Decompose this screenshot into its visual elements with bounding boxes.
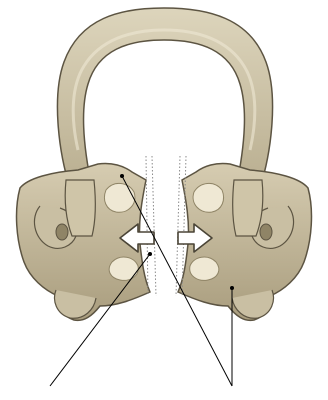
leader-point-center (120, 174, 124, 178)
right-facet-lower (190, 257, 219, 280)
leader-point-right (230, 286, 234, 290)
gap-dotted-lines (146, 156, 186, 296)
left-facet-lower (109, 257, 138, 280)
right-facet-upper (193, 183, 223, 212)
leader-point-left (148, 252, 152, 256)
right-pedicle (233, 180, 263, 236)
left-pedicle (65, 180, 95, 236)
left-facet-upper (104, 183, 134, 212)
vertebral-arch (57, 8, 272, 188)
